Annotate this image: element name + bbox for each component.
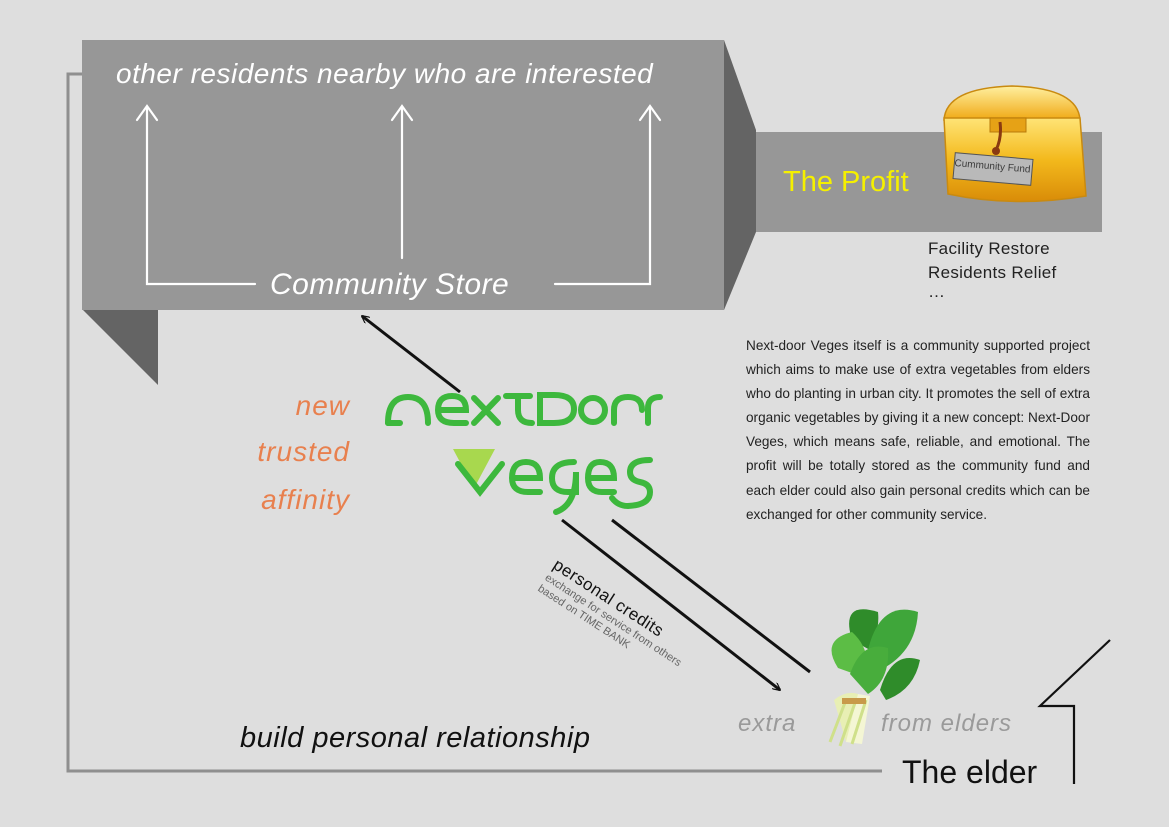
project-description: Next-door Veges itself is a community su…: [746, 338, 1090, 522]
from-elders-label: from elders: [881, 710, 1013, 737]
residents-label: other residents nearby who are intereste…: [116, 58, 654, 89]
profit-use-1: Facility Restore: [928, 239, 1050, 258]
trait-trusted: trusted: [257, 436, 350, 467]
profit-use-3: …: [928, 282, 946, 301]
panel-arrows: [135, 104, 662, 286]
elder-label: The elder: [902, 754, 1038, 790]
spinach-bunch-icon: [828, 609, 920, 747]
arrow-from-elder: [611, 518, 811, 674]
outer-bracket-line: [66, 72, 882, 773]
arrow-to-store: [362, 316, 461, 394]
nextdoor-veges-logo: [385, 392, 663, 515]
arrow-to-elder: [561, 518, 780, 690]
extra-label: extra: [738, 710, 797, 737]
relationship-label: build personal relationship: [240, 722, 591, 754]
profit-label: The Profit: [783, 166, 909, 198]
trait-new: new: [295, 390, 350, 421]
panel-shadow-bottom: [83, 310, 158, 385]
treasure-chest-icon: [943, 85, 1087, 203]
profit-use-2: Residents Relief: [928, 263, 1057, 282]
community-store-label: Community Store: [270, 268, 510, 301]
trait-affinity: affinity: [261, 484, 350, 515]
panel-shadow-right: [724, 40, 756, 310]
elder-step-line: [1037, 639, 1111, 784]
